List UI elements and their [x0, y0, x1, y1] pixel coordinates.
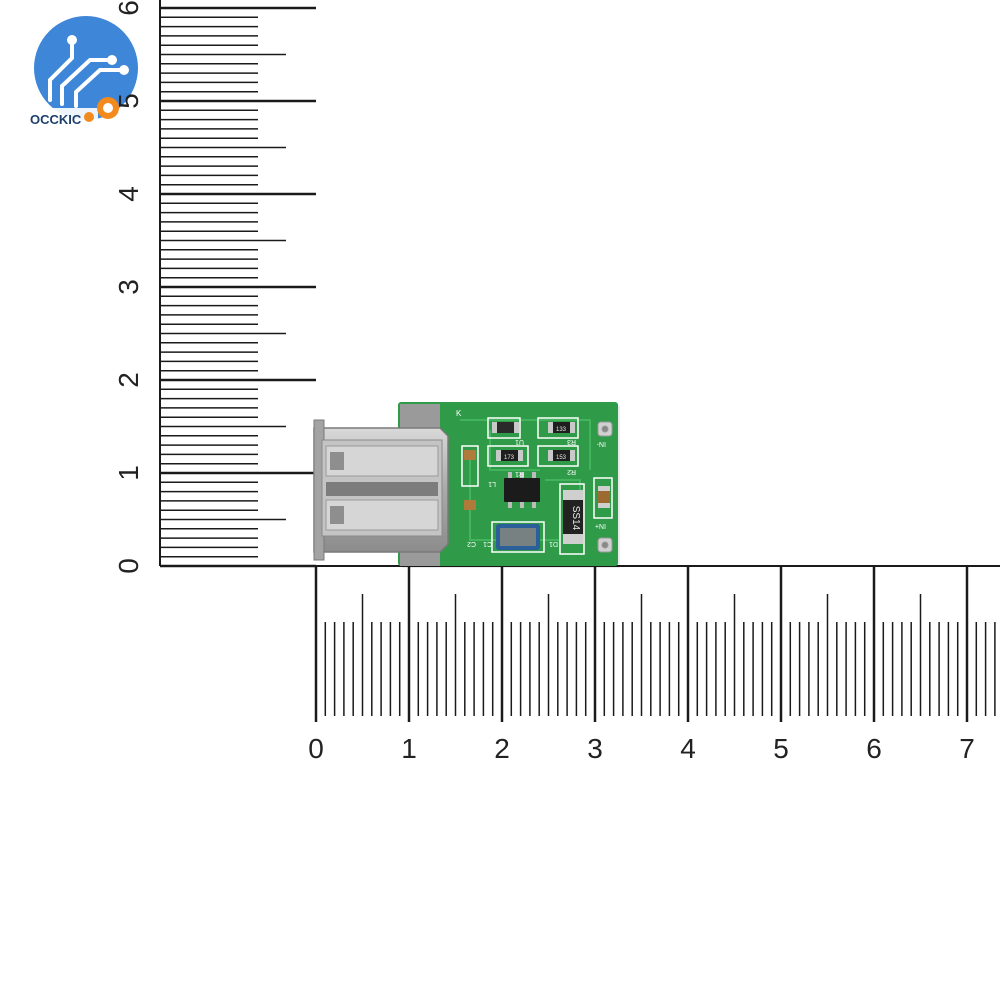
silk-in-plus: IN+	[595, 522, 606, 529]
silk-d1: D1	[549, 540, 558, 547]
silk-c2: C2	[467, 540, 476, 547]
vertical-ruler-label: 4	[113, 186, 144, 202]
vertical-ruler-label: 3	[113, 279, 144, 295]
horizontal-ruler-label: 4	[680, 733, 696, 764]
vertical-ruler-label: 1	[113, 465, 144, 481]
smd-resistors	[492, 422, 575, 461]
horizontal-ruler-label: 7	[959, 733, 975, 764]
horizontal-ruler: 0 1 2 3 4 5 6 7	[308, 565, 1000, 764]
horizontal-ruler-label: 0	[308, 733, 324, 764]
vertical-ruler: 0 1 2 3 4 5 6	[113, 0, 316, 574]
inductor	[496, 524, 540, 550]
small-gear-icon	[84, 112, 94, 122]
silk-c1: C1	[483, 540, 492, 547]
boost-converter-module: SS14 133 153 173 K IN- IN+ R1 R2 R3 C1 C…	[313, 402, 620, 568]
silk-r2: R2	[567, 468, 576, 475]
brand-name: OCCKIC	[30, 112, 82, 127]
circuit-traces-icon	[48, 40, 124, 108]
schottky-diode: SS14	[563, 490, 583, 544]
resistor-marking-2: 153	[556, 455, 567, 461]
silk-r3: R3	[567, 438, 576, 445]
vertical-ruler-label: 6	[113, 0, 144, 16]
circuit-nodes-icon	[67, 35, 129, 75]
brand-logo: OCCKIC	[28, 16, 138, 128]
vertical-ruler-label: 0	[113, 558, 144, 574]
horizontal-ruler-label: 6	[866, 733, 882, 764]
resistor-marking-1: 133	[556, 427, 567, 433]
vertical-ruler-label: 5	[113, 93, 144, 109]
component-outlines	[461, 417, 613, 555]
silk-l1: L1	[488, 480, 496, 487]
vertical-ruler-label: 2	[113, 372, 144, 388]
horizontal-ruler-label: 2	[494, 733, 510, 764]
diode-marking: SS14	[570, 506, 581, 531]
ic-chip	[504, 472, 540, 508]
horizontal-ruler-label: 1	[401, 733, 417, 764]
usb-a-connector	[313, 404, 449, 566]
silk-r1: R1	[515, 470, 524, 477]
smd-capacitors	[464, 450, 610, 510]
resistor-marking-3: 173	[504, 455, 515, 461]
silk-k: K	[456, 409, 462, 418]
horizontal-ruler-label: 5	[773, 733, 789, 764]
silk-u1: U1	[515, 438, 524, 445]
gear-icon	[97, 97, 119, 119]
silk-in-minus: IN-	[596, 440, 606, 447]
logo-text-backdrop	[28, 108, 98, 128]
solder-pads	[597, 421, 613, 553]
horizontal-ruler-label: 3	[587, 733, 603, 764]
